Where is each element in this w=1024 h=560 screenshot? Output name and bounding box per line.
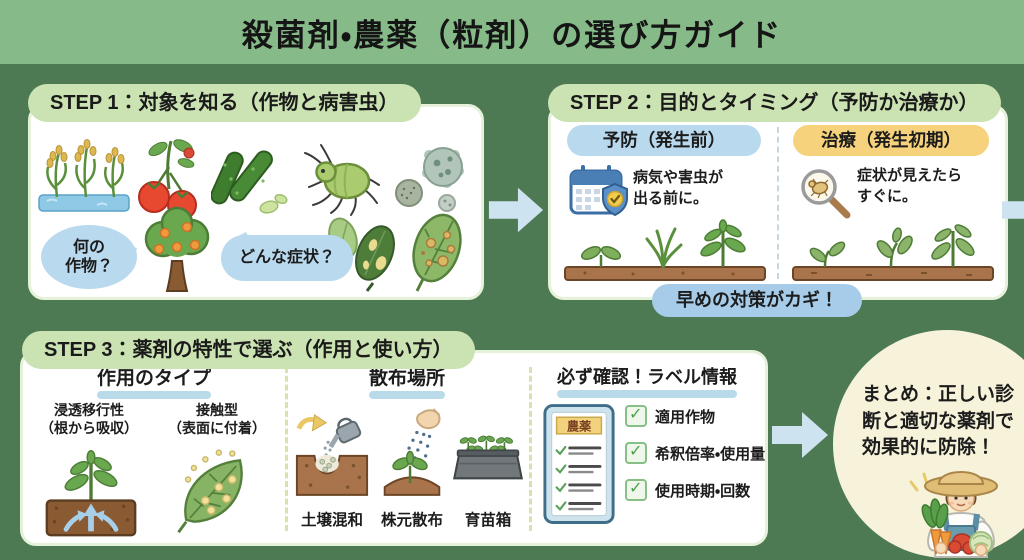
application-title: 散布場所 xyxy=(365,363,449,399)
base-sprinkle-icon xyxy=(383,408,441,496)
label-info-header-wrap: 必ず確認！ラベル情報 xyxy=(529,363,765,398)
farmer-icon xyxy=(909,471,998,558)
calendar-shield-icon xyxy=(569,165,628,217)
flow-arrow-step2-step3 xyxy=(1001,201,1024,219)
magnifier-bug-icon xyxy=(801,169,851,219)
cucumber-icon xyxy=(211,150,288,214)
step3-card: 作用のタイプ 浸透移行性 （根から吸収） 接触型 （表面に付着） 散布場所 xyxy=(20,350,768,546)
soil-mix-caption: 土壌混和 xyxy=(300,512,363,529)
aphid-icon xyxy=(304,144,380,216)
fruit-tree-icon xyxy=(144,206,210,292)
mold-spores-icon xyxy=(395,147,464,212)
step1-header: STEP 1：対象を知る（作物と病害虫） xyxy=(28,84,421,122)
summary-text: まとめ：正しい診断と適切な薬剤で効果的に防除！ xyxy=(862,384,1015,459)
check-icon xyxy=(625,478,647,501)
systemic-label: 浸透移行性 （根から吸収） xyxy=(40,402,138,437)
step2-header: STEP 2：目的とタイミング（予防か治療か） xyxy=(548,84,1001,122)
base-sprinkle-item: 株元散布 xyxy=(373,403,451,530)
check-item: 使用時期・回数 xyxy=(625,478,771,501)
rice-icon xyxy=(38,139,130,212)
step2-card: 予防（発生前） 病気や害虫が 出る前に。 治療（発生初期） xyxy=(548,104,1008,300)
check-icon xyxy=(625,441,647,464)
treatment-label: 治療（発生初期） xyxy=(793,125,989,156)
check-icon xyxy=(625,404,647,427)
step3-divider-2 xyxy=(529,367,532,531)
action-type-header-wrap: 作用のタイプ xyxy=(23,363,285,399)
flow-arrow-step3-summary xyxy=(772,412,828,458)
step2-divider xyxy=(777,127,779,279)
contact-leaf-icon xyxy=(177,449,243,534)
spotted-leaf-icon xyxy=(412,213,462,292)
soil-mix-icon xyxy=(295,414,369,496)
treatment-desc: 症状が見えたら すぐに。 xyxy=(857,167,963,205)
application-header-wrap: 散布場所 xyxy=(285,363,529,399)
symptom-question-bubble: どんな症状？ xyxy=(221,235,353,281)
flow-arrow-step1-step2 xyxy=(488,187,544,233)
pesticide-label-icon: 農薬 xyxy=(543,404,615,524)
prevention-desc: 病気や害虫が 出る前に。 xyxy=(633,169,724,207)
label-info-title: 必ず確認！ラベル情報 xyxy=(553,363,741,398)
seedling-tray-icon xyxy=(453,435,523,480)
healthy-seedlings-icon xyxy=(564,219,766,281)
wilting-seedlings-icon xyxy=(792,224,994,281)
crop-question-bubble: 何の 作物？ xyxy=(41,225,137,289)
prevention-label: 予防（発生前） xyxy=(567,125,761,156)
base-sprinkle-caption: 株元散布 xyxy=(380,512,443,529)
label-checklist: 適用作物 希釈倍率・使用量 使用時期・回数 xyxy=(625,404,771,516)
seedling-tray-caption: 育苗箱 xyxy=(464,512,512,529)
root-uptake-icon xyxy=(45,449,137,537)
check-item: 適用作物 xyxy=(625,404,771,427)
step1-card: 何の 作物？ どんな症状？ xyxy=(28,104,484,300)
step3-header: STEP 3：薬剤の特性で選ぶ（作用と使い方） xyxy=(22,331,475,369)
title-banner: 殺菌剤・農薬（粒剤）の選び方ガイド xyxy=(0,0,1024,64)
contact-label: 接触型 （表面に付着） xyxy=(168,402,266,437)
check-item: 希釈倍率・使用量 xyxy=(625,441,771,464)
step3-divider-1 xyxy=(285,367,288,531)
step2-key-message: 早めの対策がカギ！ xyxy=(652,284,862,317)
action-type-title: 作用のタイプ xyxy=(93,363,215,399)
label-tag-text: 農薬 xyxy=(567,418,592,433)
seedling-tray-item: 育苗箱 xyxy=(451,403,525,530)
soil-mix-item: 土壌混和 xyxy=(293,403,371,530)
tomato-icon xyxy=(138,139,197,220)
page-title: 殺菌剤・農薬（粒剤）の選び方ガイド xyxy=(241,17,783,53)
